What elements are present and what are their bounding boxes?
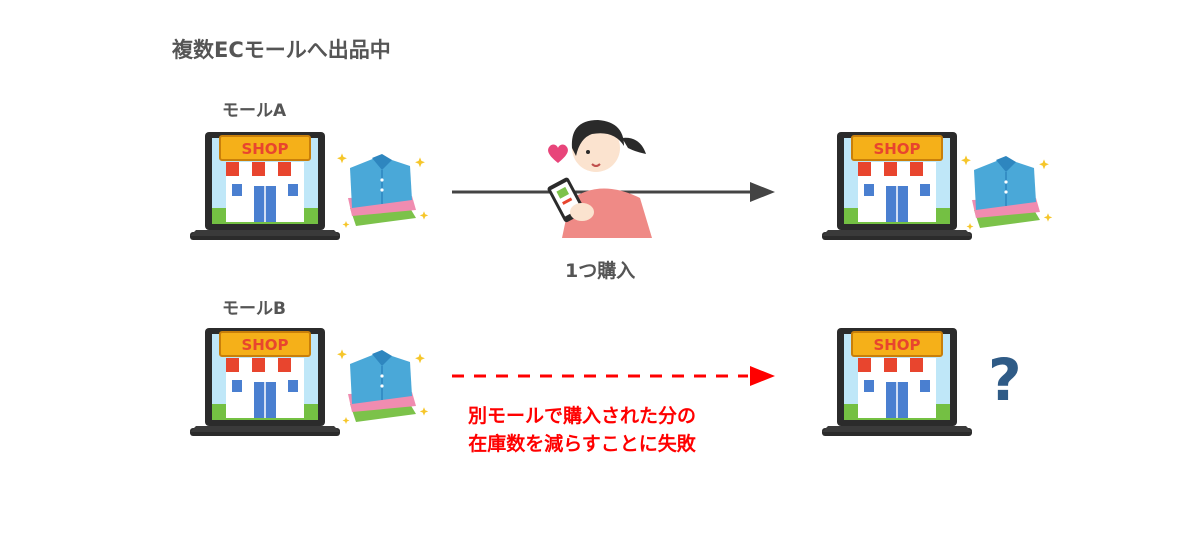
failure-message: 別モールで購入された分の 在庫数を減らすことに失敗: [468, 402, 696, 458]
heart-icon: [546, 143, 570, 165]
mall-a-label: モールA: [222, 101, 287, 121]
question-mark-icon: ?: [988, 346, 1022, 414]
page-title: 複数ECモールへ出品中: [172, 38, 391, 62]
laptop-shop-icon: SHOP: [821, 326, 973, 437]
shop-sign: SHOP: [873, 336, 920, 354]
failure-message-line1: 別モールで購入された分の: [468, 405, 697, 427]
mall-b-label: モールB: [222, 299, 286, 319]
shop-sign: SHOP: [241, 336, 288, 354]
laptop-shop-icon: SHOP: [189, 326, 341, 437]
shop-sign: SHOP: [873, 140, 920, 158]
purchase-label: 1つ購入: [565, 260, 636, 282]
shop-sign: SHOP: [241, 140, 288, 158]
laptop-shop-icon: SHOP: [821, 130, 973, 241]
failure-message-line2: 在庫数を減らすことに失敗: [468, 433, 696, 455]
laptop-shop-icon: SHOP: [189, 130, 341, 241]
woman-smartphone-icon: [540, 108, 660, 238]
